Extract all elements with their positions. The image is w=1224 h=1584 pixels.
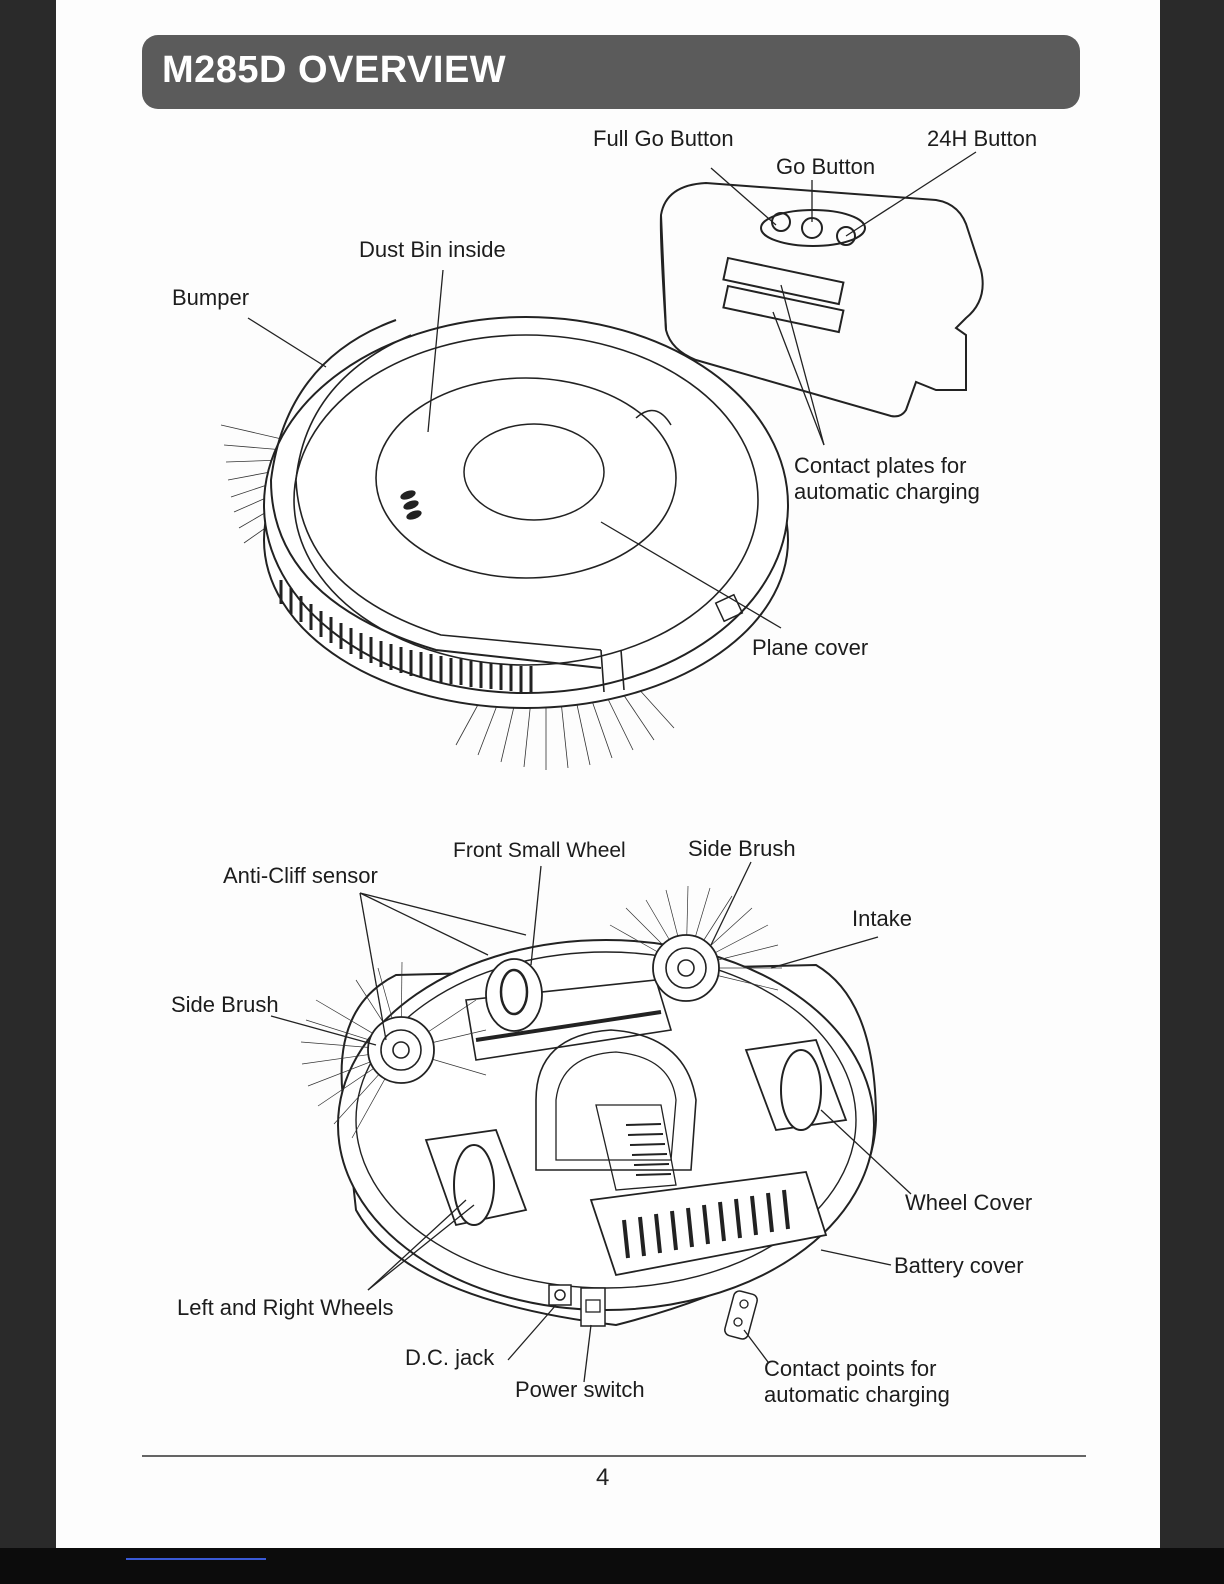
scan-mark <box>126 1558 266 1560</box>
power-switch-label: Power switch <box>515 1377 645 1402</box>
front-small-wheel-label: Front Small Wheel <box>453 839 626 863</box>
side-brush-left-label: Side Brush <box>171 992 279 1017</box>
bumper-label: Bumper <box>172 285 249 310</box>
intake-label: Intake <box>852 906 912 931</box>
h24-button-label: 24H Button <box>927 126 1037 151</box>
page-number: 4 <box>596 1464 609 1492</box>
scan-border-bottom <box>0 1548 1224 1584</box>
dust-bin-label: Dust Bin inside <box>359 237 506 262</box>
plane-cover-label: Plane cover <box>752 635 868 660</box>
contact-points-label-line1: Contact points for <box>764 1356 936 1381</box>
contact-plates-label-line2: automatic charging <box>794 479 980 504</box>
battery-cover-label: Battery cover <box>894 1253 1024 1278</box>
scan-border-left <box>0 0 56 1584</box>
go-button-label: Go Button <box>776 154 875 179</box>
anti-cliff-sensor-label: Anti-Cliff sensor <box>223 863 378 888</box>
contact-plates-label-line1: Contact plates for <box>794 453 966 478</box>
wheel-cover-label: Wheel Cover <box>905 1190 1032 1215</box>
contact-points-label-line2: automatic charging <box>764 1382 950 1407</box>
wheels-label: Left and Right Wheels <box>177 1295 393 1320</box>
manual-page: M285D OVERVIEW <box>56 0 1160 1548</box>
full-go-button-label: Full Go Button <box>593 126 734 151</box>
scan-border-right <box>1160 0 1224 1584</box>
dc-jack-label: D.C. jack <box>405 1345 494 1370</box>
side-brush-right-label: Side Brush <box>688 836 796 861</box>
